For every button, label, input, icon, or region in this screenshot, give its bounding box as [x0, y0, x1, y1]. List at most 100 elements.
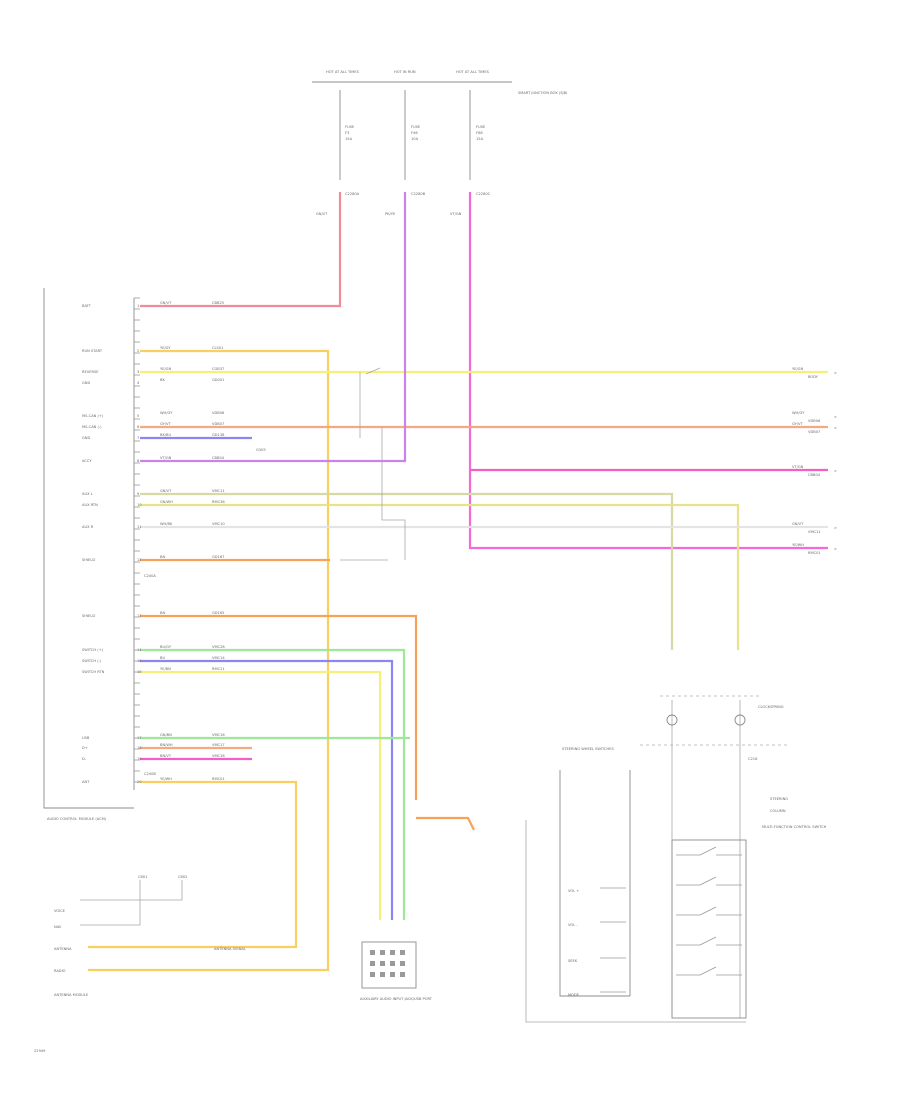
- fuse-label: FUSE: [411, 125, 421, 129]
- antenna-label-radio: RADIO: [54, 969, 66, 973]
- right-wire-destination: RMC01: [808, 551, 821, 555]
- module-pin-circuit: VMC11: [212, 489, 225, 493]
- switch-contact-blade: [699, 846, 717, 856]
- module-pin-wire-color: BK/BU: [160, 433, 171, 437]
- module-pin-wire-color: BU/GY: [160, 645, 172, 649]
- module-pin-circuit: CBB25: [212, 301, 224, 305]
- usb-pin: [400, 972, 405, 977]
- usb-port-name: AUXILIARY AUDIO INPUT JACK/USB PORT: [360, 997, 433, 1001]
- wire-yellow-switch: [140, 670, 382, 920]
- right-wire-destination: VDB06: [808, 419, 821, 423]
- splice-line: [381, 427, 406, 560]
- module-pin-circuit: VDB07: [212, 422, 224, 426]
- module-pin-number: 1: [137, 304, 139, 308]
- junction-box-label: SMART JUNCTION BOX (SJB): [518, 91, 568, 95]
- switch-vol-up: VOL +: [568, 889, 579, 893]
- wire-green-switch: [140, 648, 406, 920]
- module-pin-wire-color: BN/WH: [160, 743, 173, 747]
- usb-pin: [370, 972, 375, 977]
- usb-pin: [390, 961, 395, 966]
- module-pin-number: 3: [137, 370, 139, 374]
- antenna-label-antenna: ANTENNA: [54, 947, 72, 951]
- usb-pin: [390, 950, 395, 955]
- module-pin-number: 6: [137, 425, 140, 429]
- fuse-connector: C2280C: [476, 192, 491, 196]
- multifunction-switch-label: MULTI-FUNCTION CONTROL SWITCH: [762, 825, 827, 829]
- module-pin-name: REVERSE: [82, 370, 99, 374]
- wire-orange-loop: [416, 816, 475, 831]
- module-pin-wire-color: WH/BK: [160, 522, 173, 526]
- switch-panel-outline: [559, 770, 630, 997]
- module-pin-number: 9: [137, 492, 140, 496]
- module-pin-name: AUX R: [82, 525, 94, 529]
- drop-wire-color: GN/VT: [316, 212, 328, 216]
- module-pin-name: BATT: [82, 304, 92, 308]
- antenna-module-label: ANTENNA MODULE: [54, 993, 89, 997]
- antenna-section: C801 C802 VOICE NAV ANTENNA RADIO ANTENN…: [54, 875, 246, 997]
- module-pin-number: 7: [137, 436, 139, 440]
- fuse-label: FUSE: [345, 125, 355, 129]
- wire-batt: [140, 192, 342, 308]
- module-pin-name: SHIELD: [82, 614, 95, 618]
- module-pin-circuit: CLS01: [212, 346, 223, 350]
- module-pin-number: 18: [137, 746, 142, 750]
- module-pin-circuit: VMC28: [212, 645, 225, 649]
- module-pin-circuit: GD001: [212, 378, 224, 382]
- module-pin-name: SHIELD: [82, 558, 95, 562]
- switch-contact-blade: [699, 906, 717, 916]
- module-pin-number: 10: [137, 503, 142, 507]
- usb-pin: [400, 950, 405, 955]
- right-wire-destination: VDB07: [808, 430, 820, 434]
- fuse-2: FUSE F46 10A C2280B PK/YE: [385, 90, 426, 216]
- right-wire-destination: VMC11: [808, 530, 821, 534]
- right-destinations: YE/GNBODY>WH/GYVDB06>GY/VTVDB07>VT/GNCBB…: [792, 367, 837, 555]
- fuse-1: FUSE F3 15A C2280A GN/VT: [316, 90, 360, 216]
- module-pin-circuit: VMC18: [212, 754, 225, 758]
- wire-tan: [140, 492, 674, 650]
- antenna-signal-label: ANTENNA SIGNAL: [214, 947, 246, 951]
- ground-line: [525, 820, 746, 1023]
- module-pin-circuit: GD165: [212, 611, 224, 615]
- clockspring-connector: C218: [748, 757, 758, 761]
- module-pin-wire-color: BN/VT: [160, 754, 172, 758]
- module-pin-wire-color: BN: [160, 555, 165, 559]
- wire-gold-ant: [88, 780, 298, 949]
- module-pin-number: 13: [137, 614, 142, 618]
- module-pin-name: AUX L: [82, 492, 93, 496]
- module-pin-name: RUN START: [82, 349, 103, 353]
- usb-pin: [400, 961, 405, 966]
- module-pin-name: GND: [82, 436, 90, 440]
- steering-wheel-switches: STEERING WHEEL SWITCHES VOL + VOL - SEEK…: [559, 705, 827, 1019]
- usb-pin: [370, 950, 375, 955]
- drop-wire-color: PK/YE: [385, 212, 396, 216]
- hot-label-2: HOT IN RUN: [394, 70, 416, 74]
- module-pin-name: D+: [82, 746, 88, 750]
- module-pin-wire-color: VT/GN: [160, 456, 172, 460]
- module-pin-circuit: CGB37: [212, 367, 224, 371]
- steering-switch-title: STEERING WHEEL SWITCHES: [562, 747, 614, 751]
- module-pin-number: 19: [137, 757, 142, 761]
- antenna-conn-2: C802: [178, 875, 187, 879]
- module-pin-circuit: CBB04: [212, 456, 225, 460]
- usb-port-pins: [370, 950, 405, 977]
- steering-column-label: COLUMN: [770, 809, 786, 813]
- module-pin-wire-color: YE/GN: [160, 367, 171, 371]
- module-pin-wire-color: GN/BN: [160, 733, 172, 737]
- module-pin-wire-color: BU: [160, 656, 165, 660]
- thin-wire-layer: [80, 367, 790, 1023]
- right-wire-arrow: >: [834, 547, 837, 551]
- module-pin-number: 4: [137, 381, 140, 385]
- module-pin-number: 2: [137, 349, 139, 353]
- steering-label: STEERING: [770, 797, 788, 801]
- module-pin-circuit: VMC17: [212, 743, 225, 747]
- switch-seek: SEEK: [568, 959, 578, 963]
- right-wire-arrow: >: [834, 526, 837, 530]
- switch-vol-down: VOL -: [568, 923, 578, 927]
- right-wire-color: VT/GN: [792, 465, 804, 469]
- module-pin-number: 11: [137, 525, 142, 529]
- fuse-number: F3: [345, 131, 349, 135]
- module-pin-wire-color: BK: [160, 378, 165, 382]
- module-pin-wire-color: GY/VT: [160, 422, 171, 426]
- antenna-label-voice: VOICE: [54, 909, 66, 913]
